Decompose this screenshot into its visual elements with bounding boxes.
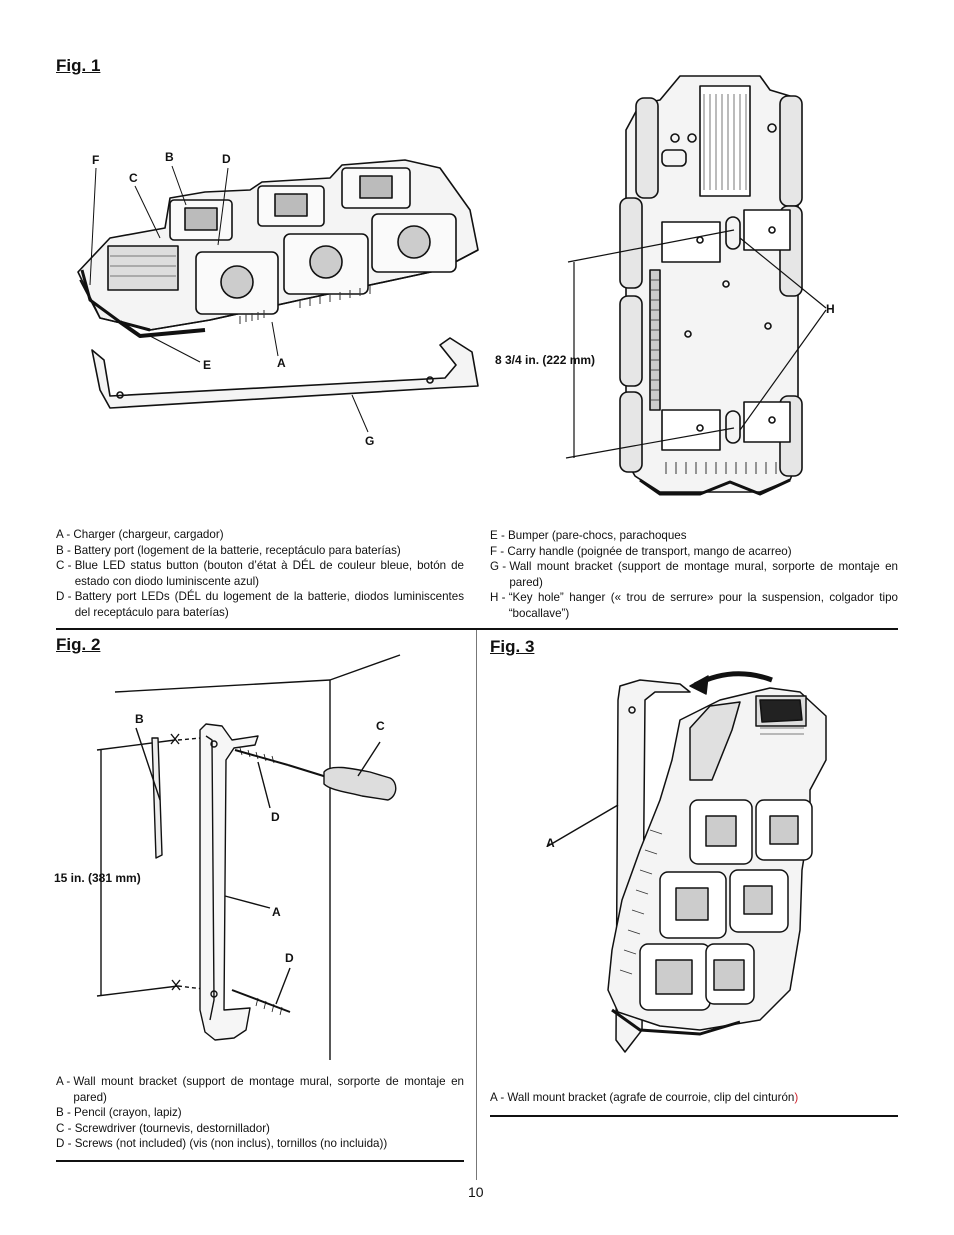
fig1-legend-right: E - Bumper (pare-chocs, parachoques F - …	[490, 528, 898, 621]
fig1-dimension: 8 3/4 in. (222 mm)	[495, 353, 596, 367]
fig2-title: Fig. 2	[56, 635, 101, 654]
legend-item: C - Screwdriver (tournevis, destornillad…	[56, 1121, 270, 1135]
legend-item: F - Carry handle (poignée de transport, …	[490, 544, 792, 558]
legend-item: B - Pencil (crayon, lapiz)	[56, 1106, 182, 1119]
legend-item: A - Wall mount bracket (support de monta…	[56, 1075, 464, 1104]
fig2-callout-d-bottom: D	[285, 951, 294, 965]
fig1-callout-c: C	[129, 171, 138, 185]
fig3-bottom-rule	[490, 1115, 898, 1117]
legend-item: H - “Key hole” hanger (« trou de serrure…	[490, 591, 898, 620]
fig2-callout-c: C	[376, 719, 385, 733]
legend-item: D - Screws (not included) (vis (non incl…	[56, 1137, 388, 1150]
fig1-callout-a: A	[277, 356, 286, 370]
fig2-callout-d-top: D	[271, 810, 280, 824]
fig3-legend: A - Wall mount bracket (agrafe de courro…	[490, 1090, 898, 1106]
legend-item: C - Blue LED status button (bouton d’éta…	[56, 559, 464, 588]
fig3-title: Fig. 3	[490, 637, 535, 656]
fig2-bottom-rule	[56, 1160, 464, 1162]
page-number: 10	[468, 1184, 484, 1200]
fig2-callout-b: B	[135, 712, 144, 726]
section-divider	[56, 628, 898, 630]
legend-item: D - Battery port LEDs (DÉL du logement d…	[56, 590, 464, 619]
legend-item: A - Charger (chargeur, cargador)	[56, 528, 224, 541]
fig1-callout-h: H	[826, 302, 835, 316]
fig1-legend-left: A - Charger (chargeur, cargador) B - Bat…	[56, 527, 464, 620]
fig1-callout-g: G	[365, 434, 375, 448]
fig2-legend: A - Wall mount bracket (support de monta…	[56, 1074, 464, 1152]
fig1-callout-f: F	[92, 153, 100, 167]
fig2-dimension: 15 in. (381 mm)	[54, 871, 141, 885]
fig1-callout-d: D	[222, 152, 231, 166]
legend-item: A - Wall mount bracket (agrafe de courro…	[490, 1091, 799, 1104]
fig1-title: Fig. 1	[56, 56, 101, 75]
fig1-callout-b: B	[165, 150, 174, 164]
fig3-callout-a: A	[546, 836, 555, 850]
legend-item: G - Wall mount bracket (support de monta…	[490, 560, 898, 589]
legend-item: E - Bumper (pare-chocs, parachoques	[490, 529, 687, 542]
fig1-callout-e: E	[203, 358, 212, 372]
column-divider	[476, 630, 477, 1180]
legend-item: B - Battery port (logement de la batteri…	[56, 543, 401, 557]
fig2-callout-a: A	[272, 905, 281, 919]
